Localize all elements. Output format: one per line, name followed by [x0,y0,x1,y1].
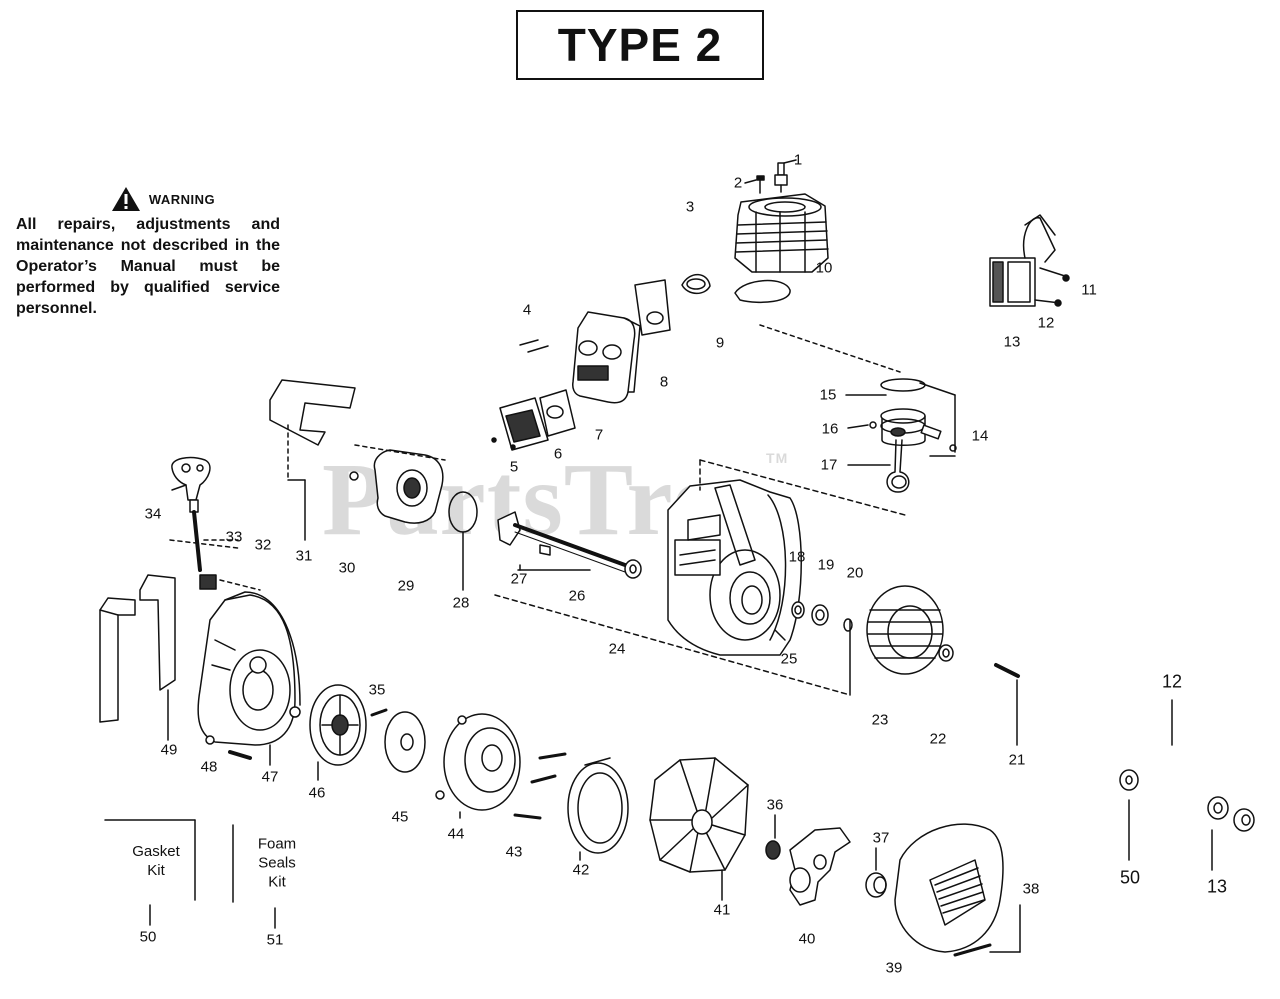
part-label-13: 13 [1003,333,1021,351]
part-label-31: 31 [295,547,313,565]
part-label-39: 39 [885,959,903,977]
part-label-46: 46 [308,784,326,802]
part-label-3: 3 [685,198,695,216]
diagram-title-box: TYPE 2 [516,10,764,80]
spark-plug-drawing [774,159,797,193]
part-label-21: 21 [1008,751,1026,769]
piston-assembly-drawing [699,378,957,516]
part-label-7: 7 [594,426,604,444]
part-label-43: 43 [505,843,523,861]
foam-seals-drawing [99,574,176,741]
part-label-45: 45 [391,808,409,826]
part-label-5: 5 [509,458,519,476]
part-label-28: 28 [452,594,470,612]
volute-ring-drawing [567,757,629,861]
crankcase-drawing [667,459,802,656]
kit-label-13: 13 [1206,876,1228,897]
cylinder-drawing [734,193,829,273]
part-label-33: 33 [225,528,243,546]
kit-parts-drawing [1119,699,1255,871]
part-label-38: 38 [1022,880,1040,898]
part-label-8: 8 [659,373,669,391]
impeller-drawing [649,757,749,901]
foam-seals-kit-label: Foam Seals Kit [257,835,297,891]
clamp-drawing [681,273,711,295]
part-label-12: 12 [1037,314,1055,332]
part-label-40: 40 [798,930,816,948]
part-label-4: 4 [522,301,532,319]
part-label-48: 48 [200,758,218,776]
part-label-20: 20 [846,564,864,582]
warning-block: WARNING All repairs, adjustments and mai… [16,186,280,319]
part-label-10: 10 [815,259,833,277]
part-label-11: 11 [1081,281,1097,299]
part-label-26: 26 [568,587,586,605]
o-ring-drawing [448,491,478,591]
part-label-24: 24 [608,640,626,658]
part-label-17: 17 [820,456,838,474]
part-label-15: 15 [819,386,837,404]
part-label-27: 27 [510,570,528,588]
kit-brackets-drawing [104,539,276,929]
fan-drawing [765,814,851,906]
part-label-14: 14 [971,427,989,445]
recoil-starter-drawing [435,713,521,819]
part-label-1: 1 [793,151,803,169]
cylinder-bolt-drawing [744,175,765,194]
ignition-module-drawing [989,214,1070,307]
part-label-9: 9 [715,334,725,352]
warning-heading: WARNING [148,191,216,207]
spacer-drawing [865,847,887,898]
part-label-37: 37 [872,829,890,847]
part-label-32: 32 [254,536,272,554]
crankshaft-drawing [494,511,851,696]
spark-arrestor-drawing [491,389,576,451]
part-label-25: 25 [780,650,798,668]
part-label-16: 16 [821,420,839,438]
part-label-41: 41 [713,901,731,919]
kit-label-12: 12 [1161,671,1183,692]
bracket-drawing [269,379,356,541]
carburetor-adapter-drawing [349,444,446,524]
cylinder-gasket-drawing [734,279,901,373]
pin-drawing [994,663,1020,746]
bearings-seals-drawing [791,601,853,632]
flywheel-drawing [866,585,954,675]
fan-housing-drawing [197,591,301,766]
kit-label-50: 50 [1119,867,1141,888]
key-drawing [171,456,261,591]
gasket-kit-label: Gasket Kit [132,843,180,879]
part-label-29: 29 [397,577,415,595]
part-label-35: 35 [368,681,386,699]
part-label-44: 44 [447,825,465,843]
starter-pulley-drawing [309,684,388,781]
warning-triangle-icon [111,187,140,211]
diagram-title: TYPE 2 [557,19,723,71]
part-label-2: 2 [733,174,743,192]
muffler-drawing [519,279,671,404]
part-label-30: 30 [338,559,356,577]
part-label-36: 36 [766,796,784,814]
part-label-23: 23 [871,711,889,729]
part-label-51: 51 [266,931,284,949]
part-label-34: 34 [144,505,162,523]
warning-header: WARNING [46,186,280,212]
screws-drawing [513,752,567,820]
fan-cover-drawing [894,823,1021,957]
watermark-trademark: TM [766,450,789,466]
part-label-6: 6 [553,445,563,463]
part-label-18: 18 [788,548,806,566]
part-label-50: 50 [139,928,157,946]
part-label-19: 19 [817,556,835,574]
part-label-22: 22 [929,730,947,748]
part-label-49: 49 [160,741,178,759]
washer-drawing [384,711,426,773]
warning-text: All repairs, adjustments and maintenance… [16,216,280,317]
part-label-47: 47 [261,768,279,786]
part-label-42: 42 [572,861,590,879]
